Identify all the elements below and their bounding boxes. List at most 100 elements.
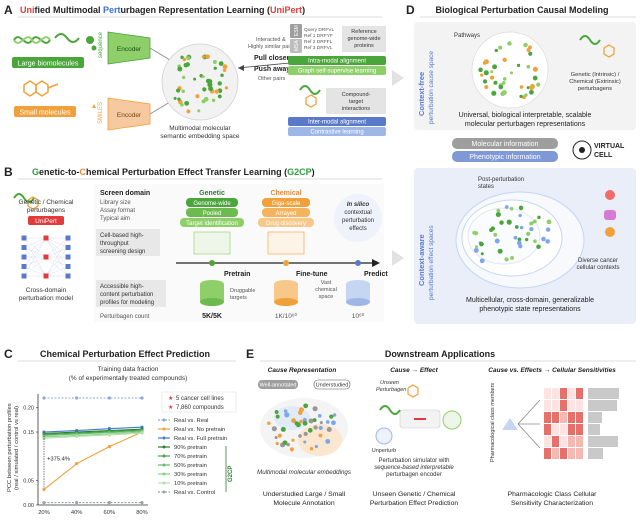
scatter-point xyxy=(180,102,184,107)
gene-icon xyxy=(13,193,35,203)
series-point xyxy=(107,500,111,505)
count-genetic: 5K/5K xyxy=(202,313,222,320)
network-node xyxy=(43,254,49,260)
screening-plate-icon xyxy=(267,231,305,255)
scatter-point xyxy=(480,252,484,256)
cause-rep-heading: Cause Representation xyxy=(268,367,337,374)
query-row: Query DRFVL xyxy=(304,27,334,33)
effect-space-inner xyxy=(467,207,541,265)
heatmap-cell xyxy=(560,448,567,459)
scatter-point xyxy=(314,444,318,449)
protein-icon xyxy=(54,33,80,43)
heatmap-cell xyxy=(552,436,559,447)
scatter-point xyxy=(201,55,205,59)
scatter-point xyxy=(291,418,296,423)
db-cylinder xyxy=(274,284,298,302)
cause-space-dots xyxy=(478,41,541,100)
small-molecules-box xyxy=(14,106,76,117)
well-annotated-label: Well-annotated xyxy=(260,383,297,389)
scatter-point xyxy=(506,219,512,225)
scatter-point xyxy=(267,421,271,425)
network-edge xyxy=(45,247,69,258)
chart-ylabel-1: PCC between perturbation profiles xyxy=(7,403,13,492)
network-node xyxy=(21,273,27,279)
graph-ssl-label: Graph self-supervise learning xyxy=(298,69,376,75)
scatter-point xyxy=(312,418,317,423)
inter-modal-badge xyxy=(288,117,386,126)
scatter-point xyxy=(482,79,488,84)
scatter-point xyxy=(180,55,184,60)
legend-swatch-dot xyxy=(162,427,166,431)
phenotypic-info-pill xyxy=(452,151,558,162)
chemical-tag-label: Arrayed xyxy=(275,211,296,217)
scatter-point xyxy=(498,84,504,90)
chemical-icon xyxy=(603,44,615,58)
scatter-point xyxy=(496,208,501,213)
y-tick-label: 0.00 xyxy=(23,503,34,509)
network-edge xyxy=(23,256,47,277)
cause-effect-heading: Cause → Effect xyxy=(390,367,438,374)
chemical-tag xyxy=(262,208,310,217)
virtual-cell-core-icon xyxy=(579,147,585,153)
pharm-caption-1: Pharmacologic Class Cellular xyxy=(508,491,598,498)
unperturb-label: Unperturb xyxy=(372,448,396,454)
sensitivity-bar xyxy=(588,400,617,411)
embedding-points xyxy=(267,403,337,452)
well-annotated-badge xyxy=(258,380,298,389)
pathways-label: Pathways xyxy=(454,33,480,39)
effect-space-dots xyxy=(472,205,552,264)
molecular-info-pill xyxy=(452,138,558,149)
panel-c-title: Chemical Perturbation Effect Prediction xyxy=(40,349,210,359)
scatter-point xyxy=(309,447,314,451)
accessible-2: content perturbation xyxy=(100,292,153,298)
count-chemical: 1K/10⁶⁰ xyxy=(275,312,298,320)
chemical-header: Chemical xyxy=(270,190,301,197)
scatter-point xyxy=(326,426,332,432)
panel-d-title: Biological Perturbation Causal Modeling xyxy=(435,5,608,15)
esm-badge xyxy=(290,24,302,38)
scatter-point xyxy=(494,48,498,53)
graph-ssl-badge xyxy=(288,66,386,75)
network-node xyxy=(65,264,71,269)
cell-icon xyxy=(375,427,393,445)
network-node xyxy=(65,235,71,241)
push-away-label: Push away xyxy=(254,66,290,73)
panel-e-title: Downstream Applications xyxy=(385,349,495,359)
scatter-point xyxy=(524,93,528,97)
scatter-point xyxy=(331,420,336,426)
scatter-point xyxy=(205,78,211,84)
scatter-point xyxy=(208,86,214,92)
panel-c: C Chemical Perturbation Effect Predictio… xyxy=(4,347,237,516)
scatter-point xyxy=(197,109,201,113)
pharm-members-label: Pharmacological class members xyxy=(490,383,496,462)
screening-plate-icon xyxy=(193,231,231,255)
encoder-arrow xyxy=(149,47,171,61)
legend-swatch-dot xyxy=(162,472,166,476)
title-part: Pert xyxy=(103,5,121,15)
legend-swatch-dot xyxy=(162,463,166,467)
molecule-ring2-icon xyxy=(35,80,49,97)
heatmap-cell xyxy=(568,412,575,423)
sensitivity-bar xyxy=(588,412,602,423)
phenotypic-info-label: Phenotypic information xyxy=(469,154,540,161)
gene-icon xyxy=(379,405,401,415)
protein-encoder xyxy=(107,31,151,65)
heatmap-cell xyxy=(544,424,551,435)
scatter-point xyxy=(473,247,479,253)
scatter-point xyxy=(201,75,205,79)
scatter-point xyxy=(302,420,308,426)
panel-e: E Downstream Applications Cause Represen… xyxy=(246,347,636,507)
scatter-point xyxy=(483,59,489,65)
network-node xyxy=(43,273,49,279)
network-node xyxy=(21,264,27,269)
understudied-label: Understudied xyxy=(316,383,349,389)
simulator-3: perturbagen encoder xyxy=(386,472,442,478)
scatter-point xyxy=(479,258,485,264)
compound-target-box xyxy=(326,88,386,114)
x-tick-label: 40% xyxy=(71,510,83,516)
scatter-point xyxy=(504,257,509,262)
series-point xyxy=(75,396,79,400)
title-part: fied Multimodal xyxy=(35,5,104,15)
scatter-point xyxy=(303,403,309,409)
scatter-point xyxy=(298,434,302,438)
